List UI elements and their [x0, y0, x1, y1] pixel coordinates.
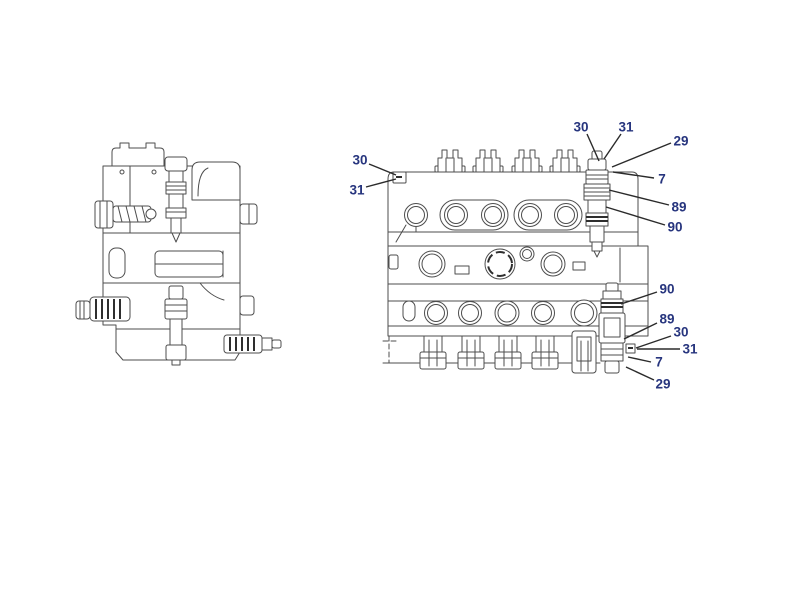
callout-leader-7 — [627, 356, 652, 363]
callout-label-31: 31 — [349, 183, 365, 198]
callout-leader-30 — [368, 163, 397, 176]
control-valve-side-view — [75, 142, 282, 366]
callout-leader-90 — [620, 291, 658, 305]
callout-label-31: 31 — [682, 342, 698, 357]
callout-label-30: 30 — [573, 120, 588, 135]
callout-leader-7 — [612, 171, 655, 179]
callout-label-30: 30 — [673, 325, 688, 340]
callout-label-89: 89 — [659, 312, 674, 327]
callout-label-29: 29 — [655, 377, 670, 392]
callout-leader-31 — [603, 133, 622, 160]
callout-leader-29 — [625, 366, 655, 381]
callout-leader-30 — [635, 335, 672, 349]
callout-leader-89 — [608, 189, 670, 206]
callout-label-7: 7 — [655, 355, 663, 370]
callout-label-7: 7 — [658, 172, 666, 187]
callout-label-29: 29 — [673, 134, 688, 149]
callout-label-31: 31 — [618, 120, 634, 135]
callout-label-89: 89 — [671, 200, 686, 215]
callout-label-90: 90 — [659, 282, 674, 297]
callout-leader-31 — [365, 178, 397, 188]
callout-leader-90 — [605, 206, 666, 226]
callout-leader-30 — [586, 133, 600, 162]
upper-relief-valve — [583, 150, 611, 258]
control-valve-front-view — [382, 149, 649, 374]
callout-label-30: 30 — [352, 153, 367, 168]
callout-label-90: 90 — [667, 220, 682, 235]
callout-leader-29 — [611, 142, 672, 168]
lower-relief-valve — [598, 282, 636, 374]
callout-leader-89 — [623, 322, 658, 340]
